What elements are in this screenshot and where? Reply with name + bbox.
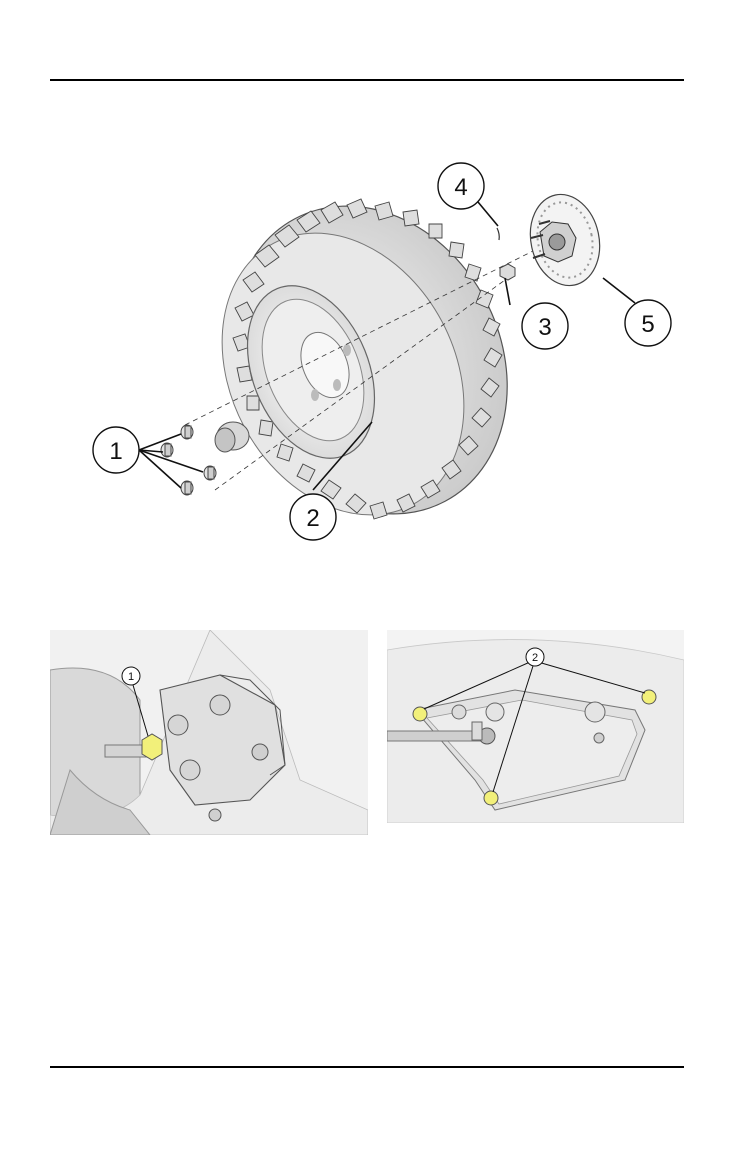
detail-callout-1: 1 — [122, 667, 140, 685]
center-cap — [215, 422, 249, 452]
wheel-exploded-figure: 1 2 3 4 5 — [85, 160, 685, 545]
cotter-pin — [497, 228, 499, 240]
tire — [175, 160, 560, 545]
callout-5: 5 — [625, 300, 671, 346]
hub-nut-detail-figure: 1 — [50, 630, 368, 835]
hub-and-brake-disc — [522, 188, 608, 292]
svg-text:3: 3 — [538, 314, 551, 341]
svg-text:1: 1 — [109, 438, 122, 465]
svg-text:1: 1 — [128, 671, 134, 683]
footer-rule — [50, 1066, 684, 1068]
castle-nut — [500, 264, 515, 280]
svg-text:2: 2 — [532, 652, 538, 664]
highlighted-nut — [142, 734, 162, 760]
callout-1: 1 — [93, 427, 139, 473]
svg-text:5: 5 — [641, 311, 654, 338]
bracket-screws-detail-figure: 2 — [387, 630, 684, 823]
callout-2: 2 — [290, 494, 336, 540]
svg-text:2: 2 — [306, 505, 319, 532]
callout-3: 3 — [522, 303, 568, 349]
svg-text:4: 4 — [454, 174, 467, 201]
callout-4: 4 — [438, 163, 484, 209]
header-rule — [50, 79, 684, 81]
detail-callout-2: 2 — [526, 648, 544, 666]
